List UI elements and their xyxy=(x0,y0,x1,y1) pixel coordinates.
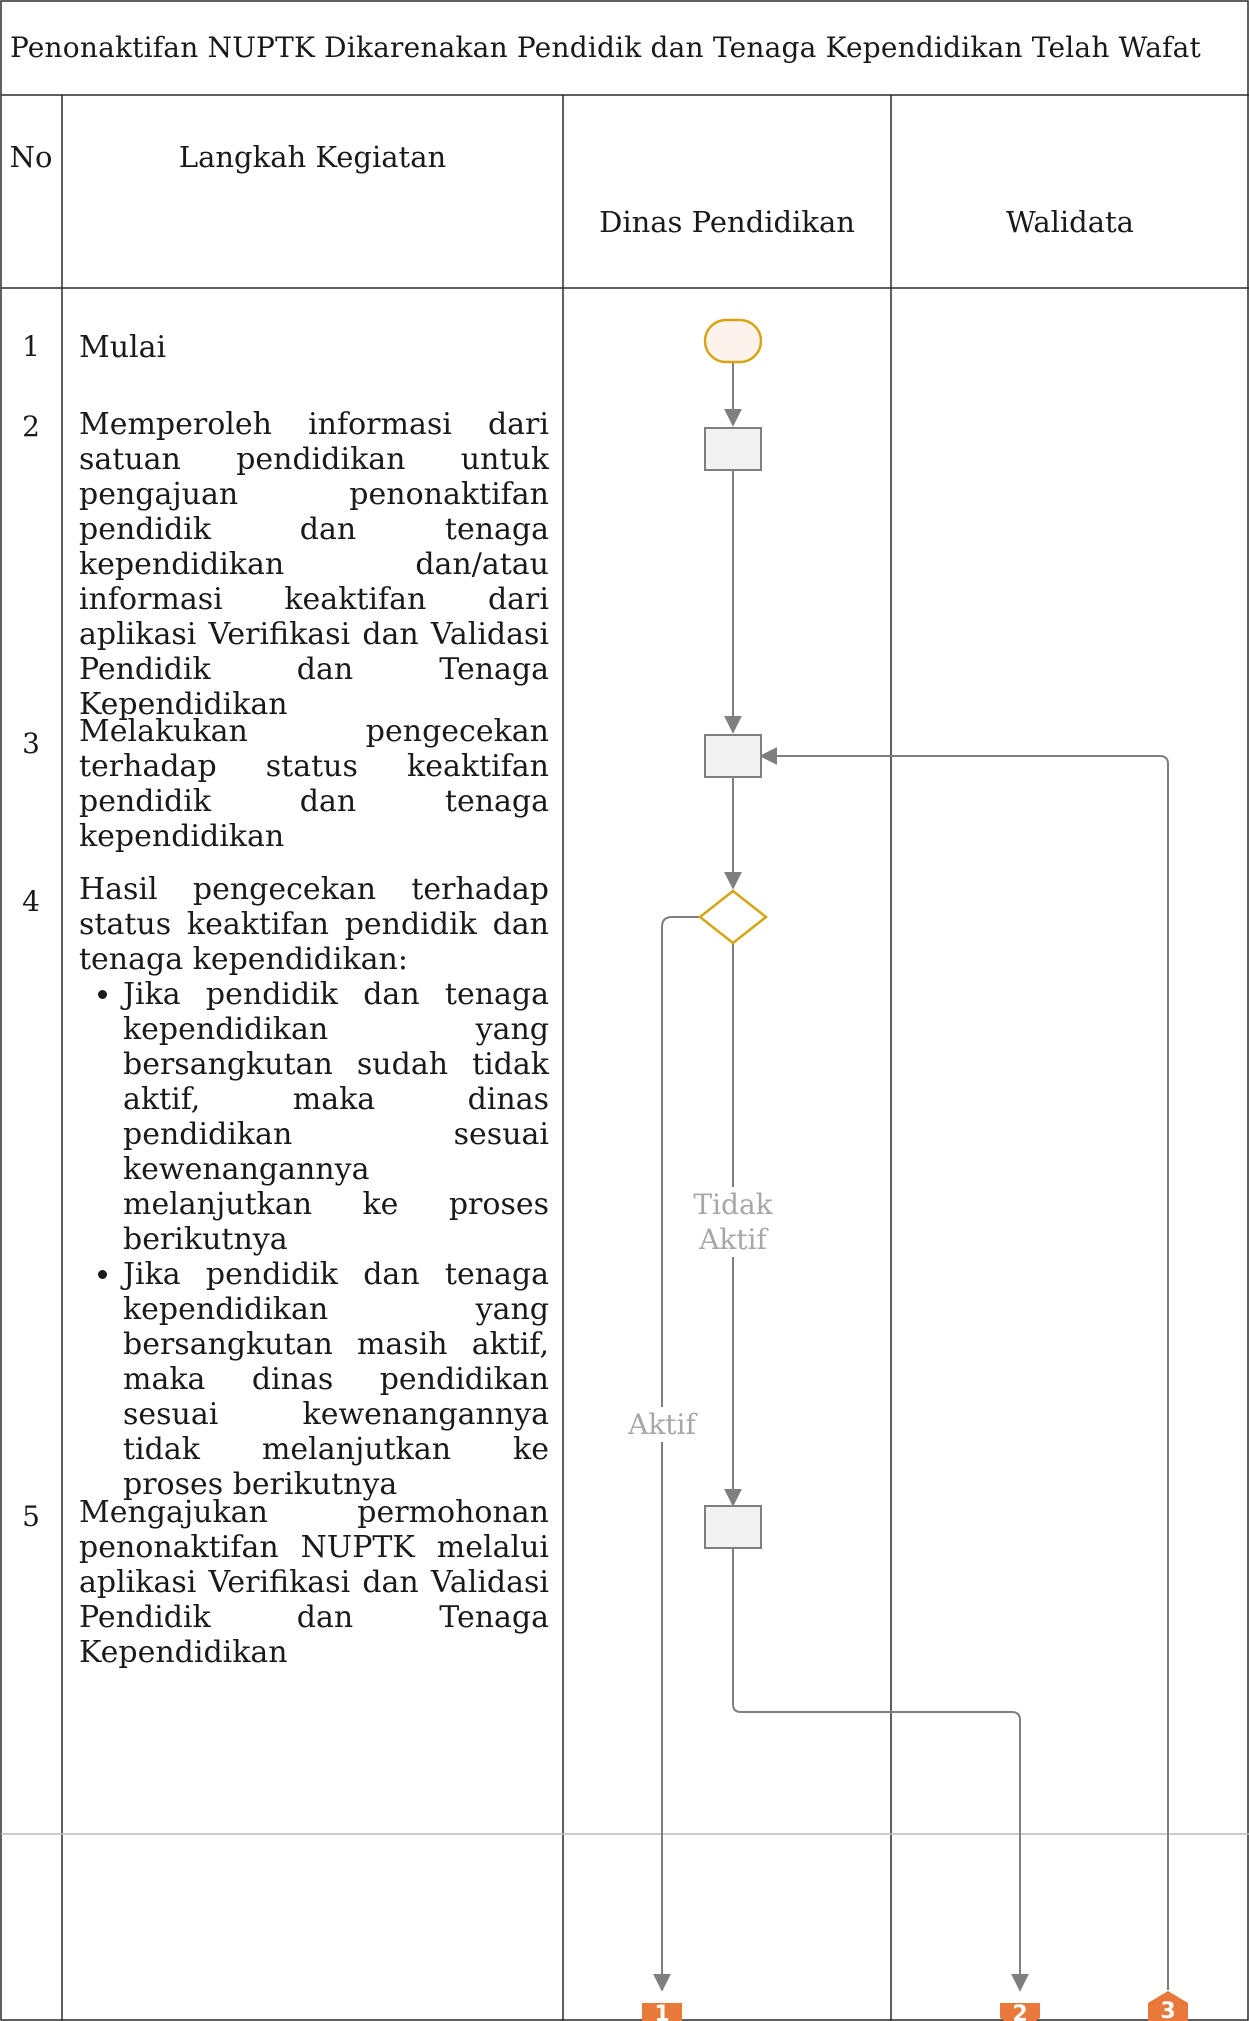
step-bullet: Jika pendidik dan tenaga kependidikan ya… xyxy=(123,1257,549,1502)
page-title: Penonaktifan NUPTK Dikarenakan Pendidik … xyxy=(10,31,1201,64)
flow-arrows xyxy=(653,362,1169,1992)
arrow-decision-aktif xyxy=(653,916,700,1992)
offpage-connector-2: 2 xyxy=(1000,2002,1040,2021)
step-text: Mulai xyxy=(79,330,167,365)
header-no: No xyxy=(9,139,53,174)
step-number: 4 xyxy=(22,885,40,918)
step-text: Hasil pengecekan terhadap status keaktif… xyxy=(79,872,549,977)
connector-label-1: 1 xyxy=(654,2002,669,2021)
step-number: 3 xyxy=(22,727,40,760)
decision-diamond xyxy=(697,889,769,945)
process-box-step5 xyxy=(704,1505,762,1549)
flow-label-line: Aktif xyxy=(699,1223,767,1256)
step-text-with-bullets: Hasil pengecekan terhadap status keaktif… xyxy=(79,872,549,1502)
header-activity: Langkah Kegiatan xyxy=(178,139,447,174)
header-lane-dinas-pendidikan: Dinas Pendidikan xyxy=(599,204,855,239)
step-bullet: Jika pendidik dan tenaga kependidikan ya… xyxy=(123,977,549,1257)
arrow-connector3-to-step3 xyxy=(759,747,1169,1990)
step-text: Mengajukan permohonan penonaktifan NUPTK… xyxy=(79,1495,549,1670)
flow-label-tidak-aktif: Tidak Aktif xyxy=(688,1187,778,1257)
connector-label-3: 3 xyxy=(1160,1999,1175,2021)
step-number: 1 xyxy=(22,330,40,363)
step-bullet-list: Jika pendidik dan tenaga kependidikan ya… xyxy=(79,977,549,1502)
process-box-step2 xyxy=(704,427,762,471)
step-text: Melakukan pengecekan terhadap status kea… xyxy=(79,714,549,854)
step-number: 2 xyxy=(22,410,40,443)
step-text: Memperoleh informasi dari satuan pendidi… xyxy=(79,407,549,722)
process-box-step3 xyxy=(704,734,762,778)
start-terminator xyxy=(703,318,763,364)
flow-label-aktif: Aktif xyxy=(617,1407,707,1442)
offpage-connector-1: 1 xyxy=(642,2002,682,2021)
flow-label-line: Tidak xyxy=(693,1188,773,1221)
step-number: 5 xyxy=(22,1500,40,1533)
header-lane-walidata: Walidata xyxy=(1006,204,1134,239)
offpage-connector-3: 3 xyxy=(1148,1991,1188,2021)
connector-label-2: 2 xyxy=(1012,2002,1027,2021)
arrow-step5-to-connector2 xyxy=(732,1548,1029,1992)
